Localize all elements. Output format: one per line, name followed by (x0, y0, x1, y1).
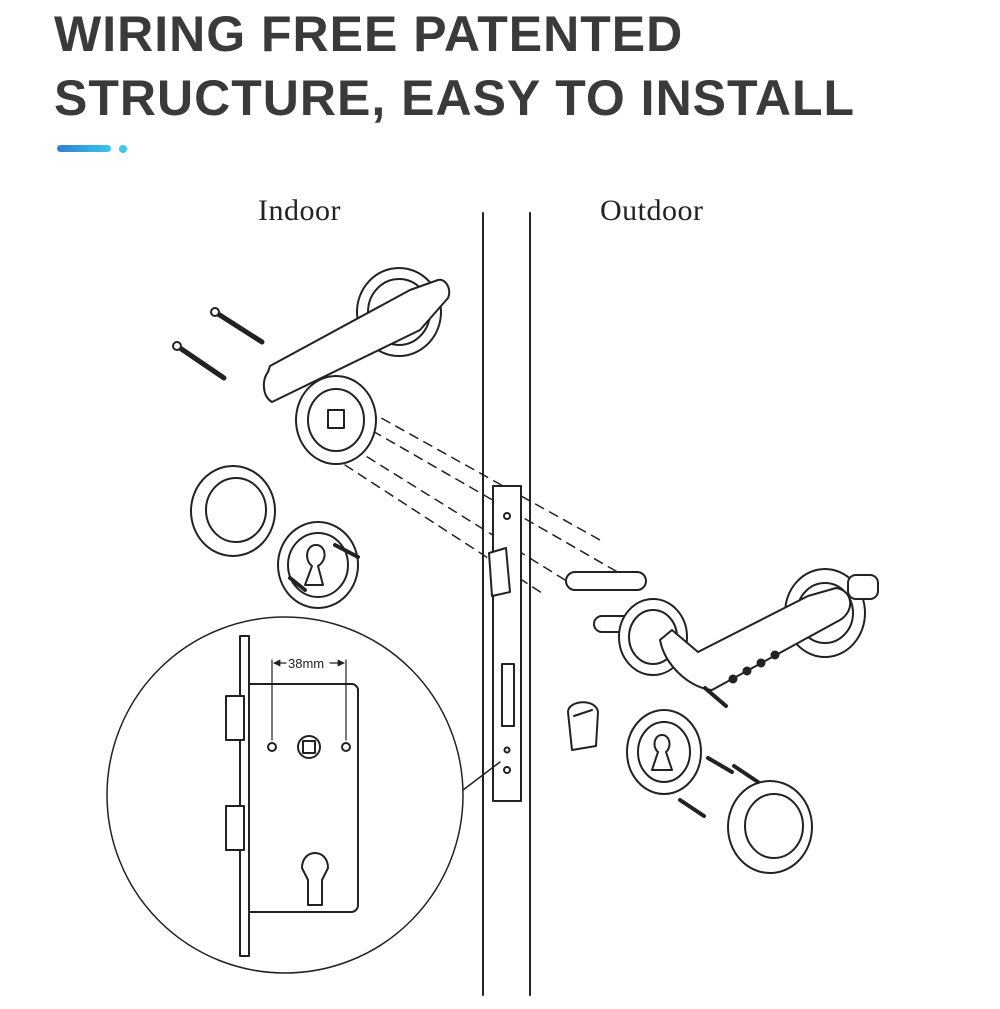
indoor-label: Indoor (258, 194, 341, 227)
lever-handle-icon (262, 267, 451, 465)
outdoor-label: Outdoor (600, 194, 704, 227)
screw-heads (172, 307, 220, 351)
detail-leader-line (462, 761, 501, 791)
rosette-icon (190, 465, 359, 609)
headline: WIRING FREE PATENTED STRUCTURE, EASY TO … (54, 2, 855, 130)
headline-line-2: STRUCTURE, EASY TO INSTALL (54, 70, 856, 126)
headline-line-1: WIRING FREE PATENTED (54, 6, 684, 62)
mortise-detail (106, 616, 464, 974)
accent-dot (119, 145, 127, 153)
door-edges (482, 212, 531, 996)
measurement-label: 38mm (288, 656, 324, 671)
screw-icon (703, 686, 728, 708)
lock-cylinder-icon (567, 701, 599, 751)
screw-icon (174, 309, 265, 381)
mortise-faceplate (488, 485, 522, 802)
rosette-icon (626, 709, 813, 874)
screw-icon (678, 756, 760, 818)
screw-icon (288, 543, 360, 592)
accent-bar (57, 145, 111, 152)
lever-handle-icon (565, 568, 879, 691)
